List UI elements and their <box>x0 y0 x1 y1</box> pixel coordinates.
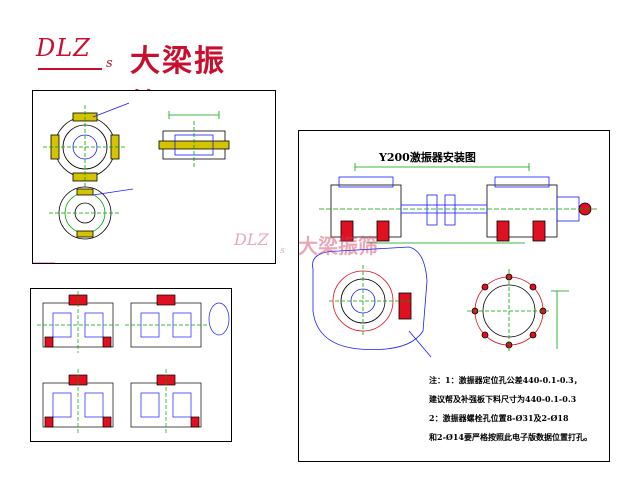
note-line-3: 2：激振器螺栓孔位置8-Ø31及2-Ø18 <box>429 413 569 423</box>
note-line-2: 建议帮及补强板下料尺寸为440-0.1-0.3 <box>429 394 577 404</box>
flange-top-view <box>43 102 130 189</box>
watermark-latin: DLZ <box>234 230 269 249</box>
watermark-subscript: s <box>280 246 285 256</box>
assembly-view-3 <box>42 369 114 435</box>
bolt-hole-layout <box>467 269 569 353</box>
assembly-view-4 <box>130 369 202 435</box>
exciter-plan-view <box>312 246 432 358</box>
flange-bottom-view <box>49 186 134 240</box>
drawing-panel-top-left <box>32 90 276 264</box>
ucs-axis-icon <box>33 262 55 263</box>
exciter-assembly-views <box>37 291 230 435</box>
note-line-4: 和2-Ø14要严格按照此电子版数据位置打孔。 <box>429 432 592 442</box>
drawing-title: Y200激振器安装图 <box>379 151 476 164</box>
assembly-view <box>37 291 121 353</box>
drawing-panel-bottom-left <box>30 288 232 442</box>
flange-side-view <box>158 111 230 169</box>
watermark-chinese-name: 大梁振筛 <box>298 234 378 258</box>
watermark-logo: DLZ s 大梁振筛 <box>232 228 412 268</box>
installation-notes: 注：1：激振器定位孔公差440-0.1-0.3， 建议帮及补强板下料尺寸为440… <box>429 371 607 447</box>
drawing-panel-installation: Y200激振器安装图 <box>298 130 610 462</box>
installation-drawing <box>312 163 599 358</box>
exciter-part-views <box>33 102 230 263</box>
logo-latin: DLZ <box>36 34 91 62</box>
exciter-pair-assembly <box>319 163 599 244</box>
note-line-1: 注：1：激振器定位孔公差440-0.1-0.3， <box>429 375 582 385</box>
logo-subscript: s <box>106 56 113 71</box>
brand-logo: DLZ s 大梁振筛 <box>30 30 250 123</box>
logo-underline <box>38 68 102 70</box>
assembly-view-2 <box>125 294 230 348</box>
